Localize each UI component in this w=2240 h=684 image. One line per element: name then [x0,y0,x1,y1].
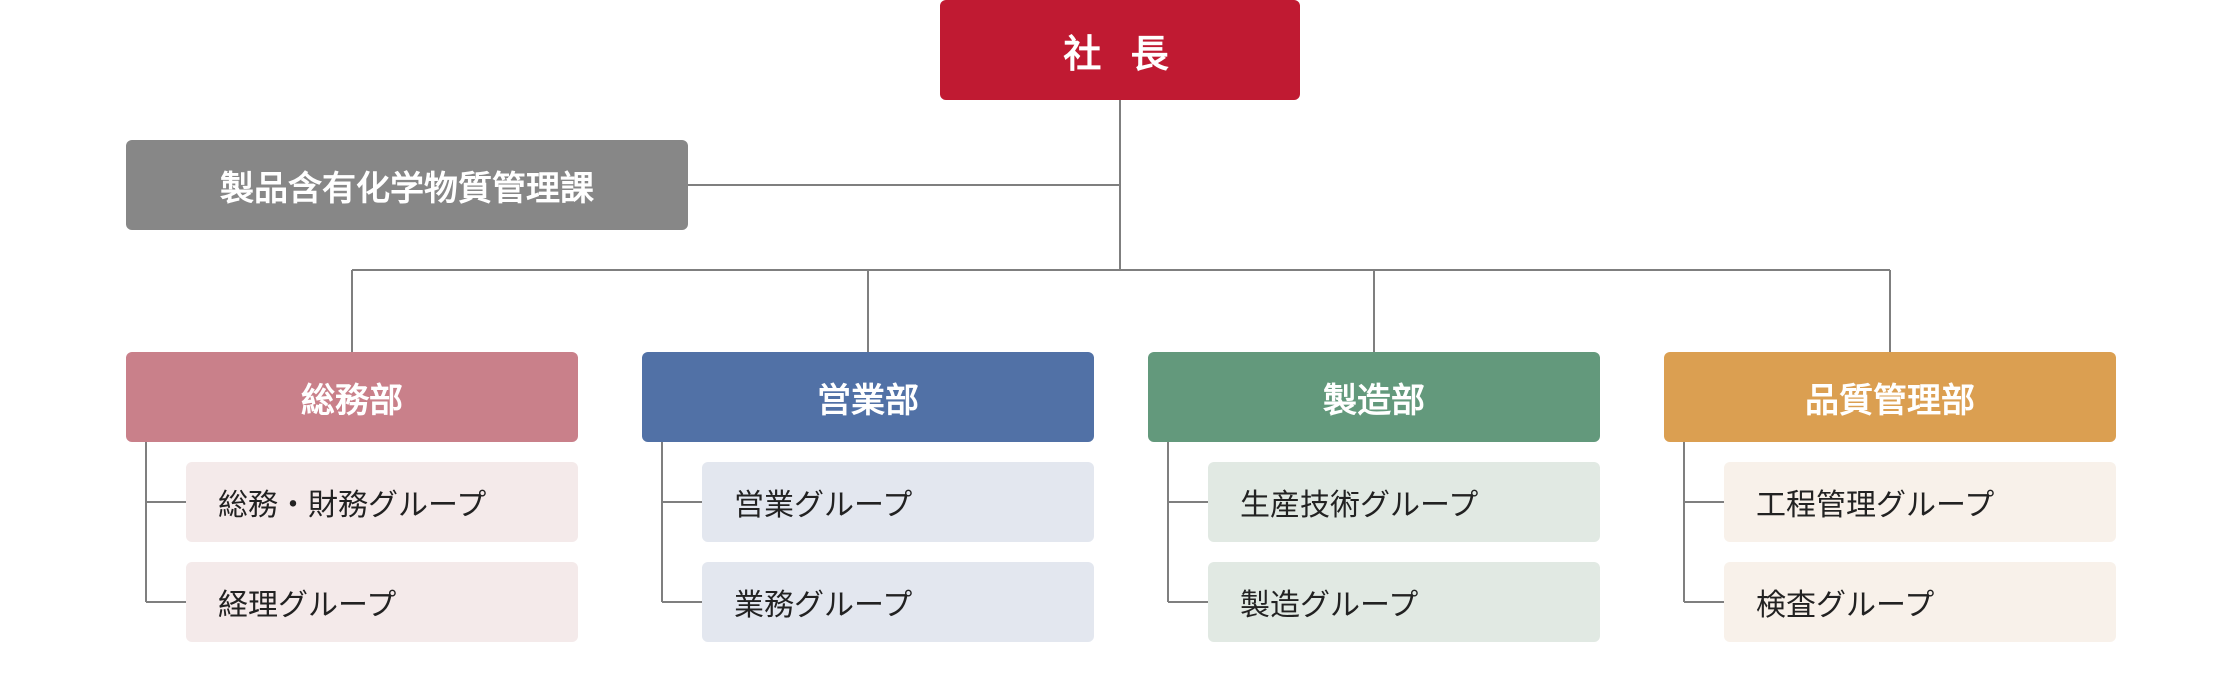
group-box: 業務グループ [702,562,1094,642]
president-box: 社 長 [940,0,1300,100]
department-quality-control: 品質管理部 [1664,352,2116,442]
group-box: 検査グループ [1724,562,2116,642]
group-box: 生産技術グループ [1208,462,1600,542]
group-box: 総務・財務グループ [186,462,578,542]
department-manufacturing: 製造部 [1148,352,1600,442]
department-general-affairs: 総務部 [126,352,578,442]
group-box: 工程管理グループ [1724,462,2116,542]
group-box: 営業グループ [702,462,1094,542]
group-box: 経理グループ [186,562,578,642]
department-sales: 営業部 [642,352,1094,442]
group-box: 製造グループ [1208,562,1600,642]
side-unit-box: 製品含有化学物質管理課 [126,140,688,230]
